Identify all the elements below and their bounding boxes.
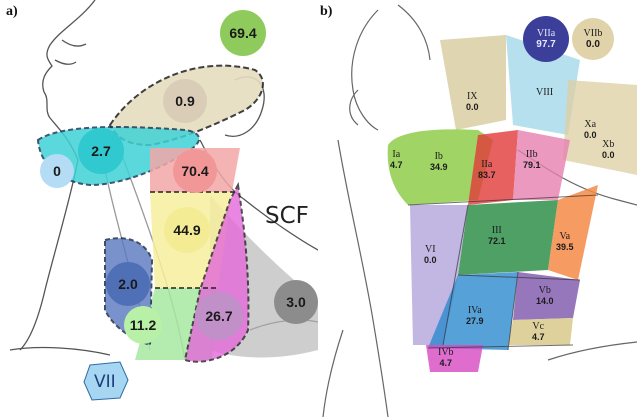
node-2-7: 2.7 [78,128,124,174]
node-0: 0 [40,154,74,188]
scf-label: SCF [265,203,309,229]
node-2-0: 2.0 [106,262,150,306]
node-0-9: 0.9 [163,79,207,123]
panel-a-label: a) [6,4,18,20]
circle-viia: VIIa 97.7 [523,16,569,62]
node-11-2: 11.2 [124,306,162,344]
node-70-4: 70.4 [173,149,217,193]
node-44-9: 44.9 [164,207,210,253]
node-69-4: 69.4 [220,10,266,56]
node-26-7: 26.7 [195,292,243,340]
node-3-0: 3.0 [274,280,318,324]
panel-a: a) 69.4 0.9 2.7 0 70.4 44.9 2.0 11.2 26.… [0,0,318,417]
panel-b-label: b) [320,4,332,20]
panel-b-illustration [318,0,637,417]
region-viii: VIII [536,88,553,99]
circle-viib: VIIb 0.0 [572,18,614,60]
vii-label: VII [94,372,116,392]
